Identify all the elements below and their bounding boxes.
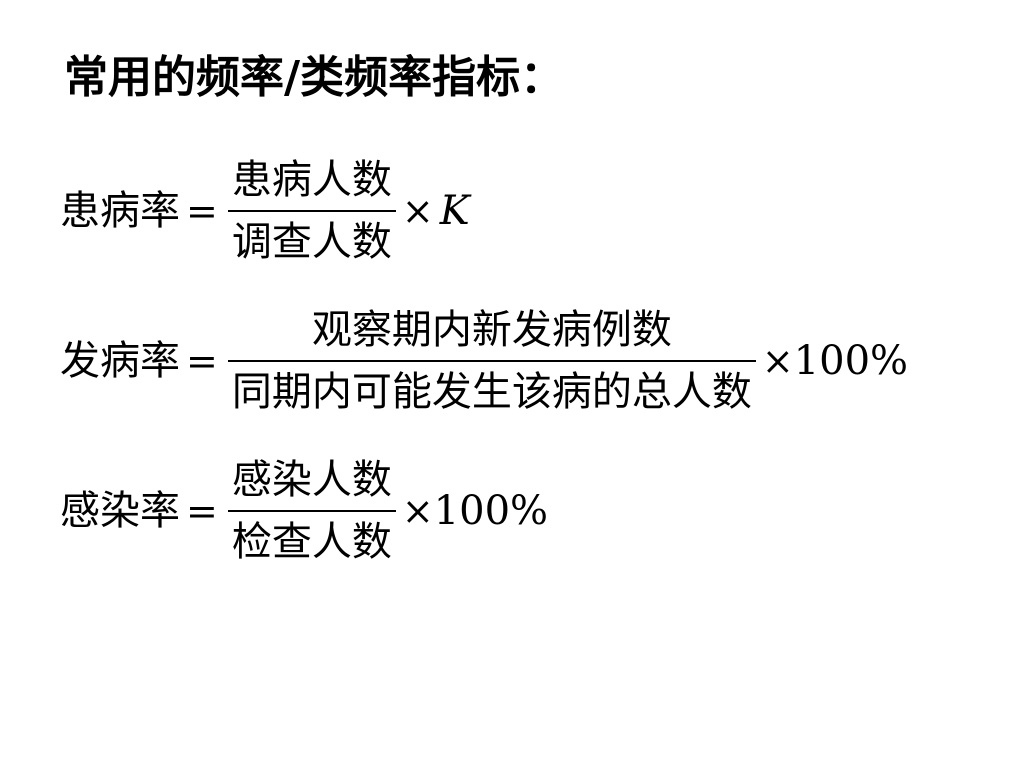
- numerator: 观察期内新发病例数: [311, 307, 672, 353]
- times-sign: ×: [401, 189, 434, 233]
- equals-sign: =: [186, 189, 218, 233]
- equals-sign: =: [186, 489, 218, 533]
- infection-rate-formula: 感染率 = 感染人数 检查人数 × 100%: [60, 460, 548, 562]
- denominator: 调查人数: [231, 219, 392, 265]
- formula-lhs: 感染率: [60, 488, 180, 534]
- multiplier: K: [439, 188, 470, 234]
- fraction: 观察期内新发病例数 同期内可能发生该病的总人数: [227, 307, 756, 415]
- denominator: 同期内可能发生该病的总人数: [231, 369, 752, 415]
- prevalence-formula: 患病率 = 患病人数 调查人数 × K: [60, 160, 470, 262]
- fraction-bar: [227, 360, 756, 362]
- page-title: 常用的频率/类频率指标：: [64, 52, 565, 103]
- numerator: 患病人数: [231, 157, 392, 203]
- fraction-bar: [227, 210, 396, 212]
- times-sign: ×: [401, 489, 434, 533]
- denominator: 检查人数: [231, 519, 392, 565]
- incidence-formula: 发病率 = 观察期内新发病例数 同期内可能发生该病的总人数 × 100%: [60, 310, 908, 412]
- equals-sign: =: [186, 339, 218, 383]
- fraction: 患病人数 调查人数: [227, 157, 396, 265]
- multiplier: 100%: [793, 338, 909, 384]
- fraction: 感染人数 检查人数: [227, 457, 396, 565]
- formula-lhs: 发病率: [60, 338, 180, 384]
- numerator: 感染人数: [231, 457, 392, 503]
- fraction-bar: [227, 510, 396, 512]
- formula-lhs: 患病率: [60, 188, 180, 234]
- multiplier: 100%: [433, 488, 549, 534]
- times-sign: ×: [761, 339, 794, 383]
